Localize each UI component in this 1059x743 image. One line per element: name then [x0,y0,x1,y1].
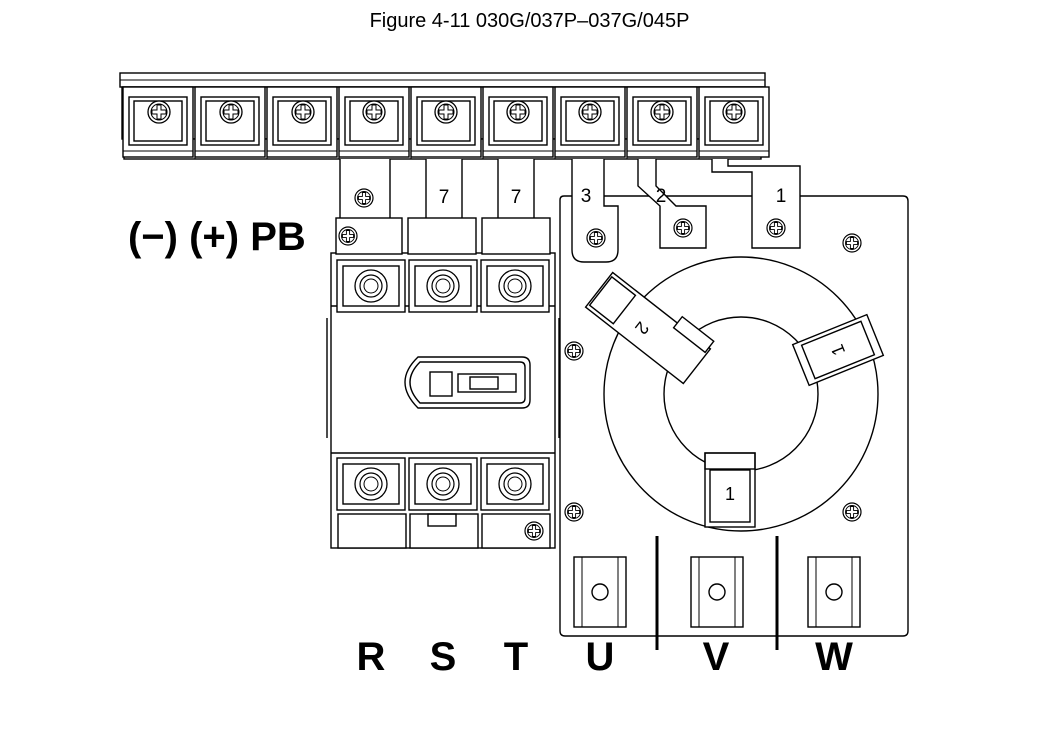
terminal-lug-icon [480,259,550,313]
terminal-lug-icon [408,259,478,313]
terminal-lug-icon [480,457,550,511]
bus-link-label: 2 [656,186,667,207]
cross-screw-icon [722,100,746,124]
terminal-label-t: T [504,635,528,679]
dc-terminal-label: (−) (+) PB [128,215,306,259]
terminal-lug-icon [336,259,406,313]
output-lug-w [807,556,861,628]
cross-screw-icon [586,228,606,248]
ct-clip-2 [584,271,715,385]
cross-screw-icon [147,100,171,124]
output-lug-v [690,556,744,628]
input-breaker [326,217,560,549]
cross-screw-icon [362,100,386,124]
ct-clip-1-right [791,313,885,387]
cross-screw-icon [564,341,584,361]
bus-link-label: 3 [581,186,592,207]
cross-screw-icon [766,218,786,238]
cross-screw-icon [673,218,693,238]
bus-link-label: 7 [511,187,522,208]
bus-link-label: 1 [776,186,787,207]
output-lug-u [573,556,627,628]
figure-caption: Figure 4-11 030G/037P–037G/045P [369,10,690,32]
cross-screw-icon [650,100,674,124]
terminal-label-r: R [357,635,386,679]
cross-screw-icon [354,188,374,208]
cross-screw-icon [434,100,458,124]
cross-screw-icon [524,521,544,541]
ct-label-1-bottom: 1 [725,484,735,504]
terminal-lug-icon [408,457,478,511]
ct-clip-1-bottom [704,452,756,528]
cross-screw-icon [338,226,358,246]
ct-mounting-plate: 2 1 1 [559,195,909,650]
cross-screw-icon [842,502,862,522]
cross-screw-icon [578,100,602,124]
terminal-label-s: S [430,635,457,679]
terminal-label-u: U [586,635,615,679]
terminal-label-w: W [815,635,853,679]
cross-screw-icon [291,100,315,124]
terminal-labels: R S T U V W [357,635,854,679]
terminal-label-v: V [703,635,730,679]
cross-screw-icon [219,100,243,124]
top-terminal-strip [119,72,770,160]
breaker-toggle [404,356,531,409]
cross-screw-icon [506,100,530,124]
cross-screw-icon [842,233,862,253]
terminal-lug-icon [336,457,406,511]
cross-screw-icon [564,502,584,522]
bus-link-label: 7 [439,187,450,208]
